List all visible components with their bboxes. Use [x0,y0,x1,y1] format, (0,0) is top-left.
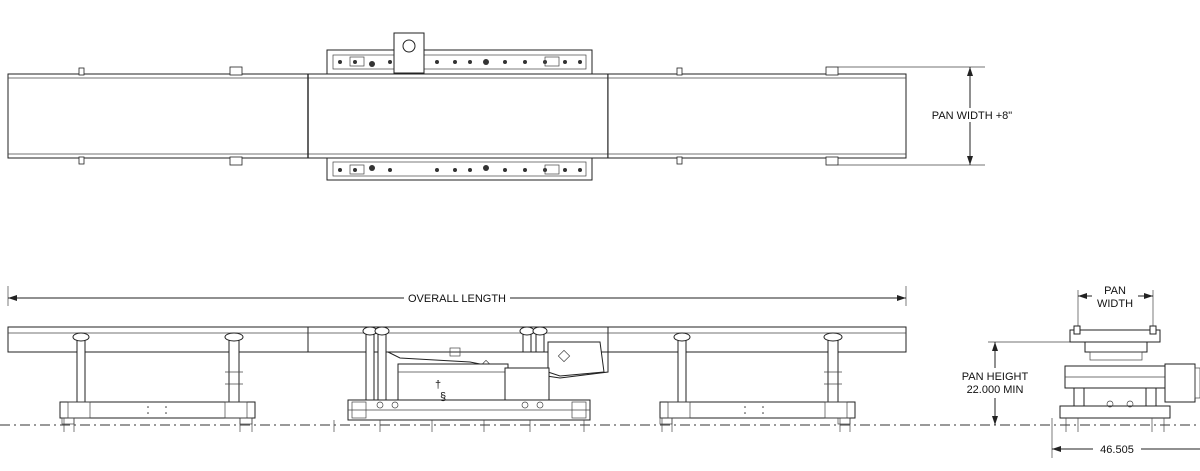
pan-left-top [7,73,309,159]
pan-center-top [307,73,609,159]
dim-overall-length-label: OVERALL LENGTH [408,293,506,305]
dim-pan-width: PAN WIDTH [1077,283,1154,326]
end-machine [1059,325,1200,419]
spring-legs-right [659,332,856,425]
end-anchor-bolts [1065,418,1165,432]
dim-overall-length: OVERALL LENGTH [7,286,907,306]
motor-end [1164,363,1196,403]
base-right [659,401,856,419]
spring-studs-top [78,66,839,166]
motor-mount-tab [393,32,425,74]
drive-bolts-upper [338,59,582,67]
dim-pan-width-plus-label: PAN WIDTH +8" [932,110,1013,122]
spring-legs-left [59,332,256,425]
drive-assembly-side: † § [347,326,609,421]
floor-line-side [0,418,1060,432]
pan-right-top [607,73,907,159]
dim-pan-width-plus: PAN WIDTH +8" [838,66,1020,166]
dim-pan-width-label-1: PAN [1104,285,1126,297]
base-left [59,401,256,419]
side-view: OVERALL LENGTH [0,286,1060,432]
drive-bolts-lower [338,165,582,172]
dim-base-width-label: 46.505 [1100,444,1134,456]
svg-text:§: § [440,391,446,403]
end-view: PAN WIDTH PAN HEIGHT 22.000 MIN [952,283,1200,458]
dim-pan-height-label-2: 22.000 MIN [967,384,1024,396]
top-view: PAN WIDTH +8" [7,32,1020,181]
dim-pan-width-label-2: WIDTH [1097,298,1133,310]
dim-pan-height-label-1: PAN HEIGHT [962,371,1029,383]
dim-base-width: 46.505 [1051,418,1200,458]
dim-pan-height: PAN HEIGHT 22.000 MIN [952,341,1075,425]
svg-text:†: † [435,379,441,391]
